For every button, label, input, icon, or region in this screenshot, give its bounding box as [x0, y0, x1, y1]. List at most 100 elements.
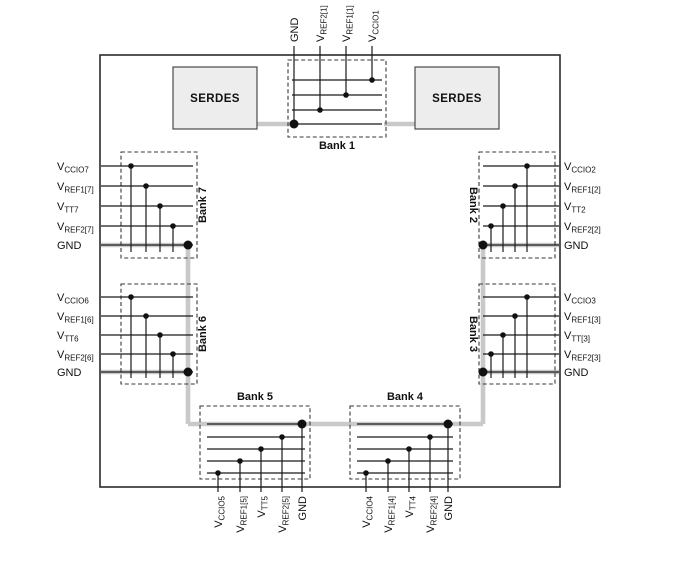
serdes-left-label: SERDES: [190, 93, 240, 105]
bank1: Bank 1 GND VREF2[1] VREF1[1] VCCIO1: [287, 5, 387, 152]
tap-dot: [279, 434, 285, 440]
tap-dot: [215, 470, 221, 476]
signal-label: GND: [564, 367, 589, 379]
bank3-rails: [483, 296, 559, 373]
bank5-taps: [217, 424, 303, 492]
signal-label: VREF1[2]: [564, 181, 601, 195]
signal-label: VREF1[4]: [383, 496, 397, 533]
gnd-node-dot: [297, 419, 307, 429]
signal-label: VCCIO1: [367, 10, 381, 42]
signal-label: VTT5: [256, 495, 270, 517]
gnd-node-dot: [478, 240, 488, 250]
signal-label: VREF2[5]: [277, 496, 291, 533]
tap-dot: [524, 163, 530, 169]
signal-label: VCCIO6: [57, 292, 89, 306]
tap-dot: [488, 351, 494, 357]
tap-dot: [258, 446, 264, 452]
bank2-rails: [483, 165, 559, 246]
signal-label: VREF2[4]: [425, 496, 439, 533]
signal-label: VCCIO4: [361, 495, 375, 527]
serdes-left-block: SERDES: [172, 66, 258, 130]
signal-label: VREF2[1]: [315, 5, 329, 42]
tap-dot: [500, 203, 506, 209]
gnd-node-dot: [183, 367, 193, 377]
tap-dot: [157, 203, 163, 209]
bank-label: Bank 6: [197, 316, 209, 352]
bank7-box: [120, 151, 198, 259]
bank-label: Bank 1: [319, 140, 355, 152]
bank-label: Bank 5: [237, 391, 273, 403]
signal-label: VTT4: [404, 495, 418, 517]
bank7: Bank 7 VCCIO7 VREF1[7] VTT7 VREF2[7] GND: [57, 151, 209, 259]
bank6: Bank 6 VCCIO6 VREF1[6] VTT6 VREF2[6] GND: [57, 283, 209, 385]
signal-label: VTT[3]: [564, 330, 590, 344]
bank4-box: [349, 405, 461, 480]
bank1-box: [287, 59, 387, 138]
signal-label: VREF1[5]: [235, 496, 249, 533]
signal-label: VREF2[3]: [564, 349, 601, 363]
tap-dot: [157, 332, 163, 338]
signal-label: GND: [289, 18, 301, 43]
tap-dot: [170, 223, 176, 229]
signal-label: GND: [443, 496, 455, 521]
tap-dot: [488, 223, 494, 229]
tap-dot: [128, 163, 134, 169]
bank1-rails: [292, 79, 382, 125]
bank2-box: [478, 151, 556, 259]
signal-label: VCCIO7: [57, 161, 89, 175]
bank6-taps: [130, 297, 174, 378]
signal-label: VTT6: [57, 330, 79, 344]
signal-label: VCCIO2: [564, 161, 596, 175]
tap-dot: [128, 294, 134, 300]
bank4-rails: [357, 423, 453, 474]
bank2: Bank 2 VCCIO2 VREF1[2] VTT2 VREF2[2] GND: [467, 151, 601, 259]
bank1-taps: [293, 46, 373, 124]
signal-label: VCCIO5: [213, 495, 227, 527]
signal-label: VREF1[1]: [341, 5, 355, 42]
gnd-node-dot: [289, 119, 299, 129]
signal-label: VTT2: [564, 201, 586, 215]
tap-dot: [385, 458, 391, 464]
tap-dot: [406, 446, 412, 452]
bank5-box: [199, 405, 311, 480]
bank-label: Bank 2: [467, 187, 479, 223]
serdes-right-label: SERDES: [432, 93, 482, 105]
tap-dot: [427, 434, 433, 440]
signal-label: VREF2[2]: [564, 221, 601, 235]
bank4-taps: [365, 424, 449, 492]
gnd-node-dot: [478, 367, 488, 377]
signal-label: GND: [57, 367, 82, 379]
bank5-rails: [207, 423, 305, 474]
tap-dot: [143, 183, 149, 189]
signal-label: GND: [564, 240, 589, 252]
tap-dot: [524, 294, 530, 300]
tap-dot: [369, 77, 375, 83]
gnd-node-dot: [183, 240, 193, 250]
bank-label: Bank 4: [387, 391, 424, 403]
bank3: Bank 3 VCCIO3 VREF1[3] VTT[3] VREF2[3] G…: [467, 283, 601, 385]
bank3-taps: [490, 297, 528, 378]
signal-label: VREF2[7]: [57, 221, 94, 235]
signal-label: VCCIO3: [564, 292, 596, 306]
serdes-right-block: SERDES: [414, 66, 500, 130]
tap-dot: [143, 313, 149, 319]
tap-dot: [170, 351, 176, 357]
bank5: Bank 5 VCCIO5 VREF1[5] VTT5 VREF2[5] GND: [199, 391, 311, 533]
signal-label: VREF1[7]: [57, 181, 94, 195]
tap-dot: [512, 313, 518, 319]
serdes-left-box: [172, 66, 258, 130]
tap-dot: [343, 92, 349, 98]
tap-dot: [363, 470, 369, 476]
signal-label: VREF1[6]: [57, 311, 94, 325]
serdes-right-box: [414, 66, 500, 130]
tap-dot: [500, 332, 506, 338]
signal-label: VREF2[6]: [57, 349, 94, 363]
signal-label: VTT7: [57, 201, 79, 215]
signal-label: VREF1[3]: [564, 311, 601, 325]
signal-label: GND: [57, 240, 82, 252]
bank2-taps: [490, 166, 528, 252]
bank-label: Bank 7: [197, 187, 209, 223]
bank-label: Bank 3: [467, 316, 479, 352]
